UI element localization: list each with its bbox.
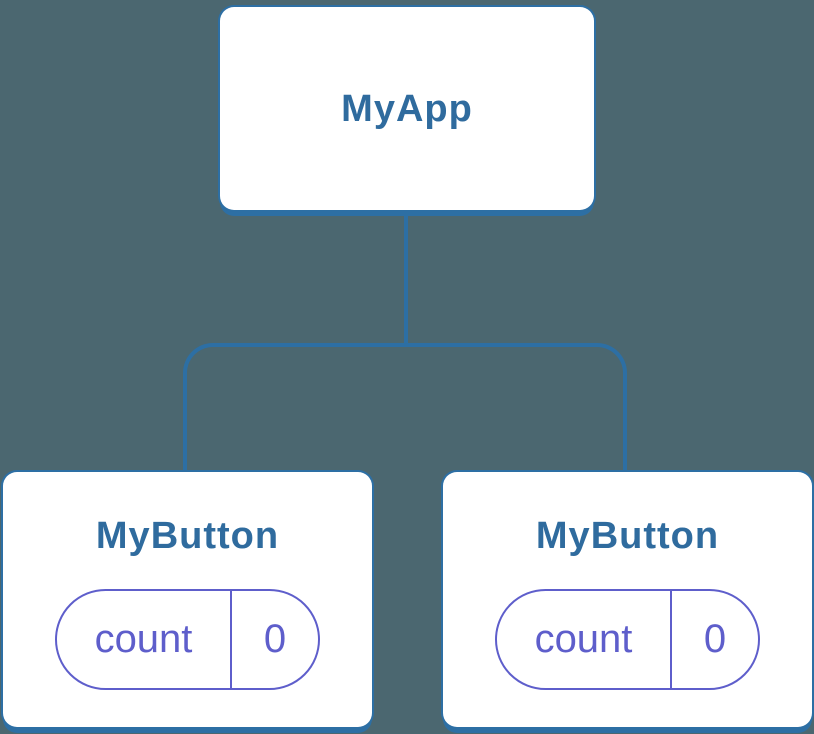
state-value: 0	[263, 617, 287, 661]
state-key: count	[497, 591, 672, 688]
connector-branch-bracket	[183, 343, 627, 472]
state-pill: count 0	[55, 589, 320, 690]
node-mybutton-left: MyButton count 0	[3, 472, 372, 727]
state-pill: count 0	[495, 589, 760, 690]
state-key: count	[57, 591, 232, 688]
node-mybutton-right: MyButton count 0	[443, 472, 812, 727]
node-mybutton-right-label: MyButton	[535, 515, 720, 557]
node-myapp-label: MyApp	[341, 87, 473, 130]
state-value: 0	[703, 617, 727, 661]
connector-root-line	[404, 212, 408, 347]
node-myapp: MyApp	[220, 7, 594, 210]
node-mybutton-left-label: MyButton	[95, 515, 280, 557]
